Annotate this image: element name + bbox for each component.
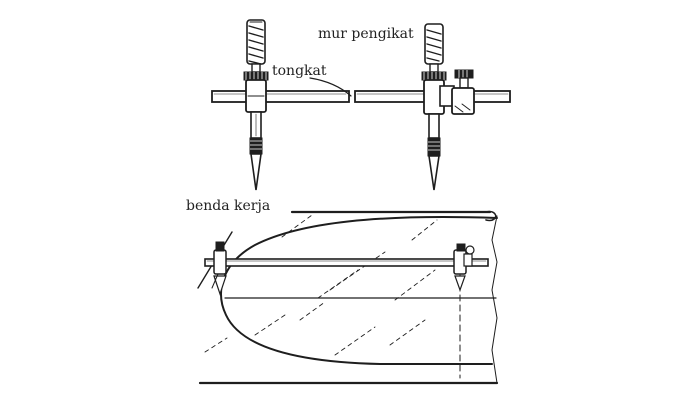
lock-nut-icon bbox=[451, 69, 475, 115]
scriber-point-icon bbox=[428, 155, 440, 191]
stem-icon bbox=[249, 111, 263, 155]
handle-icon bbox=[246, 19, 266, 73]
knurled-ring-icon bbox=[243, 71, 269, 81]
trammel-point-right bbox=[354, 23, 511, 191]
workpiece-plate bbox=[197, 210, 499, 385]
stem-icon bbox=[427, 113, 441, 157]
left-point-clamp-icon bbox=[211, 241, 227, 296]
clamp-body-icon bbox=[245, 79, 267, 113]
label-rod: tongkat bbox=[272, 63, 327, 79]
label-lock-nut: mur pengikat bbox=[318, 26, 414, 42]
handle-icon bbox=[424, 23, 444, 73]
trammel-point-left bbox=[211, 19, 350, 191]
scribed-curve bbox=[220, 216, 498, 365]
clamp-body-icon bbox=[423, 79, 455, 115]
right-point-clamp-icon bbox=[453, 243, 475, 292]
trammel-on-workpiece bbox=[204, 241, 489, 296]
label-workpiece: benda kerja bbox=[186, 198, 270, 214]
scriber-point-icon bbox=[250, 153, 262, 191]
rod-left-segment bbox=[211, 90, 350, 103]
knurled-ring-icon bbox=[421, 71, 447, 81]
leader-line-rod bbox=[309, 77, 352, 97]
